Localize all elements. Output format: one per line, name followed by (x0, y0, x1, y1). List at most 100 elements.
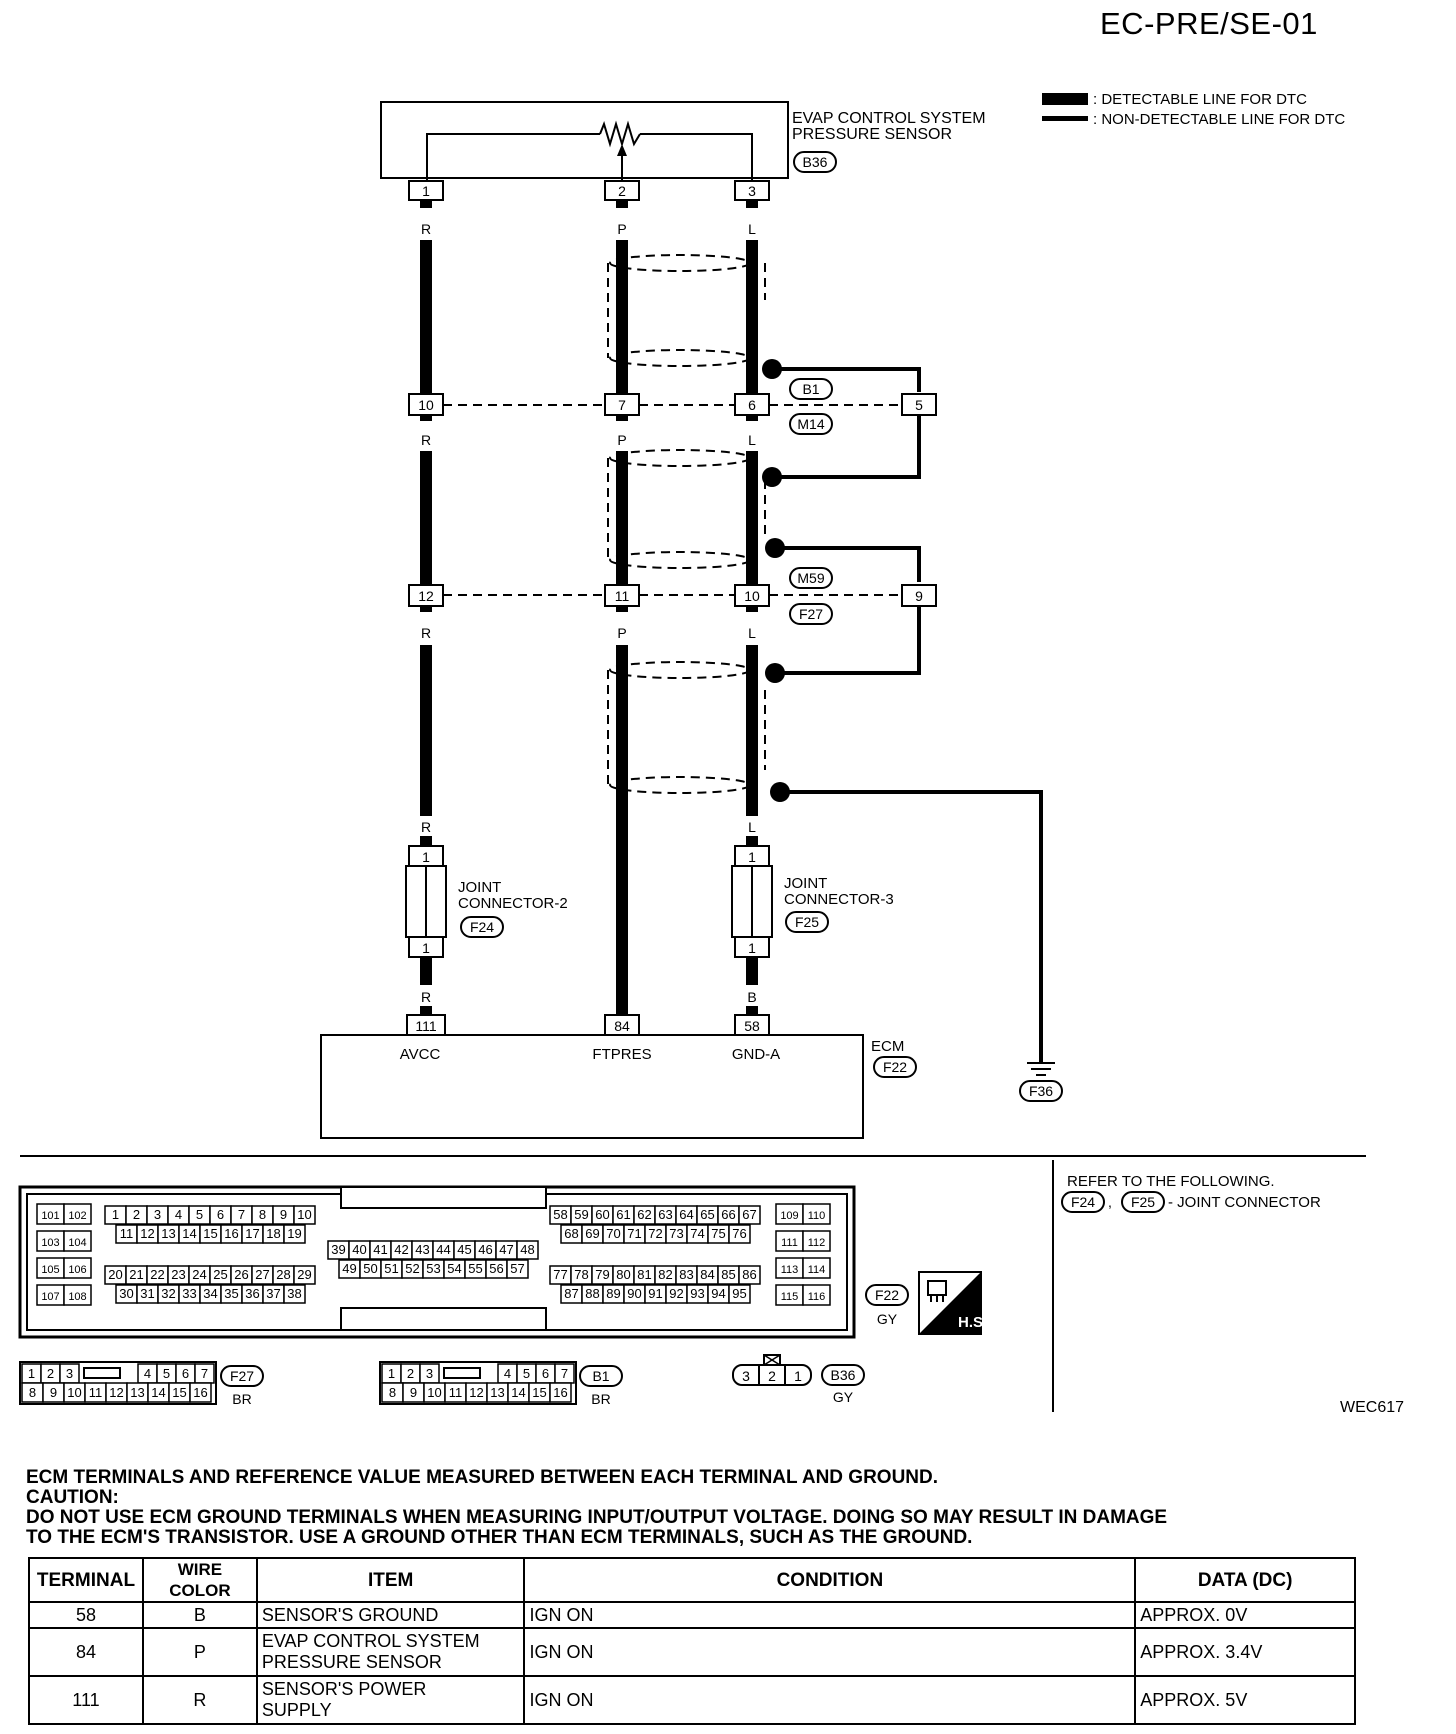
ecm-face-pin-32: 32 (157, 1284, 180, 1304)
ecm-face-label: F22 (875, 1287, 899, 1303)
ecm-face-pin-51: 51 (380, 1259, 403, 1279)
ecm-face-pin-12: 12 (136, 1224, 159, 1244)
ecm-pin-58: 58 (734, 1014, 770, 1036)
cell-data: APPROX. 5V (1134, 1675, 1356, 1725)
table-row: 58 B SENSOR'S GROUND IGN ON APPROX. 0V (28, 1601, 1356, 1629)
svg-text:6: 6 (542, 1366, 549, 1381)
hs-badge: H.S. (918, 1271, 987, 1335)
svg-text:1: 1 (748, 940, 756, 956)
joint2-label-line2: CONNECTOR-2 (458, 895, 568, 912)
ecm-face-pin-36: 36 (241, 1284, 264, 1304)
row1-connector-a: B1 (802, 381, 819, 397)
svg-text:6: 6 (748, 397, 756, 413)
ecm-face-pin-5: 5 (188, 1205, 211, 1225)
terminal-table: TERMINAL WIRE COLOR ITEM CONDITION DATA … (28, 1557, 1356, 1725)
legend-detectable-label: : DETECTABLE LINE FOR DTC (1093, 91, 1307, 108)
svg-text:1: 1 (794, 1368, 802, 1384)
ecm-face-pin-2: 2 (125, 1205, 148, 1225)
svg-text:77: 77 (553, 1267, 567, 1282)
ecm-face-pin-62: 62 (633, 1205, 656, 1225)
ground-icon (1027, 1062, 1055, 1076)
wire-l-seg3 (746, 645, 758, 816)
refer-connector-2: F25 (1131, 1194, 1155, 1210)
ecm-face-pin-54: 54 (443, 1259, 466, 1279)
svg-text:57: 57 (510, 1261, 524, 1276)
svg-text:62: 62 (637, 1207, 651, 1222)
ecm-face-pin-69: 69 (581, 1224, 604, 1244)
svg-text:5: 5 (196, 1207, 203, 1222)
row1-pin-shield: 5 (901, 393, 937, 416)
ecm-face-pin-11: 11 (115, 1224, 138, 1244)
svg-text:9: 9 (915, 588, 923, 604)
svg-text:7: 7 (618, 397, 626, 413)
sensor-connector-label: B36 (803, 154, 828, 170)
svg-text:9: 9 (410, 1385, 417, 1400)
ecm-face-pin-17: 17 (241, 1224, 264, 1244)
svg-text:41: 41 (373, 1242, 387, 1257)
ecm-face-pin-3: 3 (146, 1205, 169, 1225)
cell-terminal: 111 (28, 1675, 144, 1725)
conn-f27-label: F27 (230, 1368, 254, 1384)
joint3-label-line2: CONNECTOR-3 (784, 891, 894, 908)
conn-b1-pin-4: 4 (497, 1363, 518, 1384)
sensor-pin-3: 3 (734, 180, 770, 208)
conn-f27-pin-4: 4 (137, 1363, 158, 1384)
wire-color-r-2: R (421, 432, 431, 448)
svg-text:8: 8 (259, 1207, 266, 1222)
measurement-notes: ECM TERMINALS AND REFERENCE VALUE MEASUR… (26, 1468, 1346, 1548)
legend-detectable-swatch (1042, 93, 1088, 105)
ecm-face-pin-105: 105 (36, 1257, 65, 1279)
svg-text:4: 4 (175, 1207, 182, 1222)
row2-connector-a: M59 (797, 570, 824, 586)
svg-text:59: 59 (574, 1207, 588, 1222)
header-condition: CONDITION (523, 1557, 1137, 1603)
svg-text:82: 82 (658, 1267, 672, 1282)
svg-text:61: 61 (616, 1207, 630, 1222)
svg-text:109: 109 (780, 1210, 798, 1222)
wire-r-seg2 (420, 451, 432, 579)
ecm-face-pin-18: 18 (262, 1224, 285, 1244)
shield-2 (607, 449, 766, 569)
svg-text:20: 20 (108, 1267, 122, 1282)
ecm-face-pin-104: 104 (63, 1230, 92, 1252)
ecm-face-pin-57: 57 (506, 1259, 529, 1279)
svg-text:85: 85 (721, 1267, 735, 1282)
svg-text:63: 63 (658, 1207, 672, 1222)
ecm-face-pin-56: 56 (485, 1259, 508, 1279)
ecm-face-pin-42: 42 (390, 1240, 413, 1260)
ecm-face-pin-95: 95 (728, 1284, 751, 1304)
conn-b1-pin-11: 11 (444, 1382, 467, 1403)
svg-text:101: 101 (41, 1210, 59, 1222)
row2-pin-p: 11 (604, 579, 640, 612)
shield-2-drain-dot-top (762, 467, 782, 487)
conn-b1-pin-12: 12 (465, 1382, 488, 1403)
joint3-label-line1: JOINT (784, 875, 827, 892)
svg-text:12: 12 (418, 588, 434, 604)
ecm-face-pin-112: 112 (802, 1230, 831, 1252)
svg-text:7: 7 (561, 1366, 568, 1381)
cell-terminal: 84 (28, 1627, 144, 1677)
shield-3-drain-dot-top (765, 663, 785, 683)
shield-1 (607, 254, 766, 367)
svg-text:38: 38 (287, 1286, 301, 1301)
svg-text:69: 69 (585, 1226, 599, 1241)
ecm-face-pin-64: 64 (675, 1205, 698, 1225)
wire-color-r-3: R (421, 625, 431, 641)
svg-text:2: 2 (47, 1366, 54, 1381)
ecm-face-pin-83: 83 (675, 1265, 698, 1285)
svg-text:108: 108 (68, 1291, 86, 1303)
svg-text:2: 2 (133, 1207, 140, 1222)
ecm-face-pin-55: 55 (464, 1259, 487, 1279)
svg-text:65: 65 (700, 1207, 714, 1222)
svg-text:111: 111 (781, 1237, 798, 1249)
svg-text:39: 39 (331, 1242, 345, 1257)
svg-text:91: 91 (648, 1286, 662, 1301)
wire-p-seg3 (616, 645, 628, 1015)
svg-text:93: 93 (690, 1286, 704, 1301)
svg-text:30: 30 (119, 1286, 133, 1301)
svg-text:1: 1 (112, 1207, 119, 1222)
ecm-face-pin-71: 71 (623, 1224, 646, 1244)
ecm-face-pin-74: 74 (686, 1224, 709, 1244)
